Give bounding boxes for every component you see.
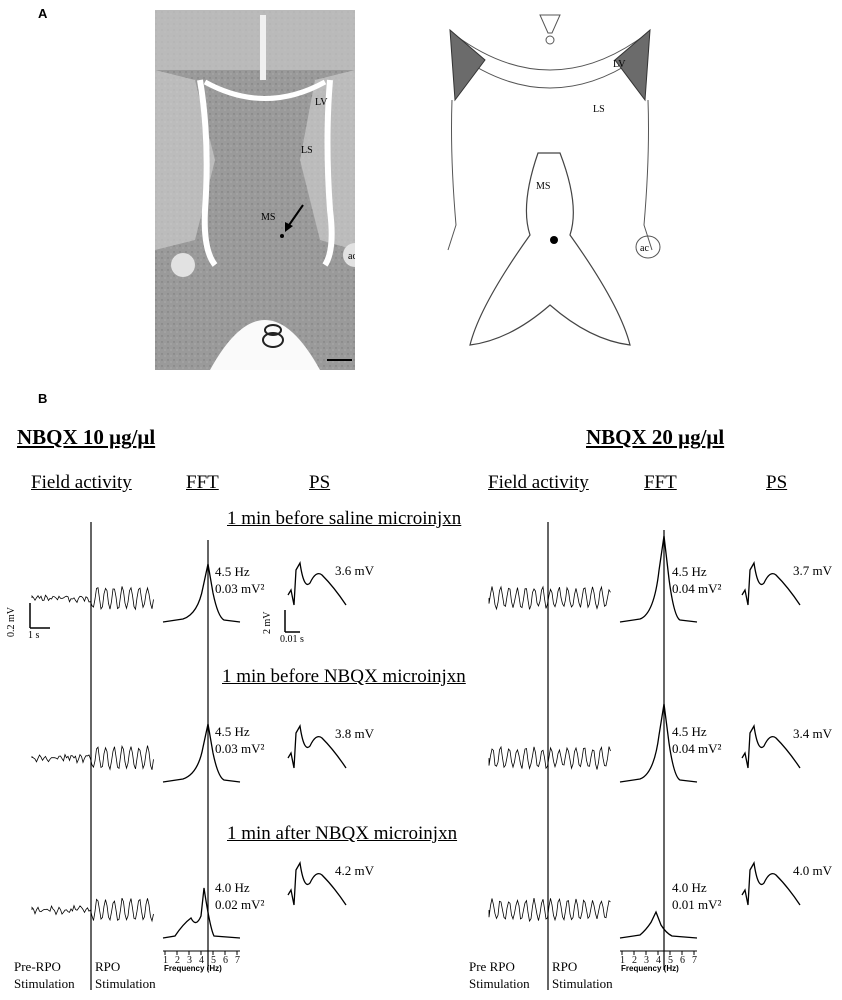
left-row-1-ps-amplitude: 3.6 mV — [335, 563, 374, 578]
right-row-1-peak-power: 0.04 mV² — [672, 581, 722, 596]
left-ps-header: PS — [309, 472, 331, 493]
right-freq-tick-label-5: 5 — [668, 955, 673, 966]
right-fft-header: FFT — [644, 472, 677, 493]
right-frequency-axis-label: Frequency (Hz) — [621, 964, 679, 973]
field-time-scale: 1 s — [28, 630, 40, 641]
left-row-2-ps-amplitude: 3.8 mV — [335, 726, 374, 741]
left-row-3-peak-frequency: 4.0 Hz — [215, 880, 250, 895]
atlas-ls-label: LS — [593, 104, 605, 115]
right-ps-curve-row-2 — [741, 724, 801, 769]
right-row-2-peak-frequency: 4.5 Hz — [672, 724, 707, 739]
histo-ls-label: LS — [301, 145, 313, 156]
left-frequency-axis-label: Frequency (Hz) — [164, 964, 222, 973]
histo-lv-label: LV — [315, 97, 328, 108]
left-field-trace-row-2 — [31, 744, 154, 771]
right-field-trace-row-1 — [488, 585, 611, 611]
panel-a-letter: A — [38, 6, 48, 21]
left-field-trace-row-1 — [31, 586, 154, 611]
row-3-title: 1 min after NBQX microinjxn — [227, 823, 458, 844]
right-row-2-peak-power: 0.04 mV² — [672, 741, 722, 756]
row-1-title: 1 min before saline microinjxn — [227, 508, 462, 529]
atlas-ac-label: ac — [640, 243, 649, 254]
right-ps-curve-row-1 — [741, 561, 801, 606]
left-fft-curve-row-3 — [162, 887, 241, 939]
left-fft-curve-row-1 — [162, 563, 241, 623]
right-rpo-label: RPO Stimulation — [552, 959, 613, 991]
left-freq-tick-label-1: 1 — [163, 955, 168, 966]
right-ps-header: PS — [766, 472, 788, 493]
right-field-header: Field activity — [488, 472, 589, 493]
right-fft-curve-row-2 — [619, 703, 698, 783]
right-row-2-ps-amplitude: 3.4 mV — [793, 726, 832, 741]
panel-b-letter: B — [38, 391, 48, 406]
left-freq-tick-label-4: 4 — [199, 955, 204, 966]
left-field-trace-row-3 — [31, 897, 154, 923]
left-ps-curve-row-1 — [287, 561, 347, 606]
left-row-2-peak-frequency: 4.5 Hz — [215, 724, 250, 739]
histo-ms-label: MS — [261, 212, 275, 223]
right-row-3-ps-amplitude: 4.0 mV — [793, 863, 832, 878]
left-row-3-ps-amplitude: 4.2 mV — [335, 863, 374, 878]
right-fft-curve-row-3 — [619, 910, 698, 939]
left-ps-curve-row-3 — [287, 861, 347, 906]
right-ps-curve-row-3 — [741, 861, 801, 906]
left-freq-tick-label-6: 6 — [223, 955, 228, 966]
atlas-diagram: LV LS MS ac — [447, 14, 661, 346]
atlas-lv-label: LV — [613, 59, 626, 70]
right-row-1-peak-frequency: 4.5 Hz — [672, 564, 707, 579]
ps-voltage-scale: 2 mV — [262, 611, 273, 635]
right-row-1-ps-amplitude: 3.7 mV — [793, 563, 832, 578]
left-pre-rpo-label: Pre-RPO Stimulation — [14, 959, 75, 991]
right-freq-tick-label-1: 1 — [620, 955, 625, 966]
right-freq-tick-label-6: 6 — [680, 955, 685, 966]
right-freq-tick-label-7: 7 — [692, 955, 697, 966]
right-row-3-peak-power: 0.01 mV² — [672, 897, 722, 912]
field-voltage-scale: 0.2 mV — [6, 607, 17, 637]
left-row-1-peak-frequency: 4.5 Hz — [215, 564, 250, 579]
row-2-title: 1 min before NBQX microinjxn — [222, 666, 466, 687]
left-ps-curve-row-2 — [287, 724, 347, 769]
left-condition-title: NBQX 10 μg/μl — [17, 425, 156, 449]
right-field-trace-row-3 — [488, 898, 611, 923]
right-row-3-peak-frequency: 4.0 Hz — [672, 880, 707, 895]
left-fft-curve-row-2 — [162, 723, 241, 783]
right-condition-title: NBQX 20 μg/μl — [586, 425, 725, 449]
atlas-ms-label: MS — [536, 181, 550, 192]
left-freq-tick-label-3: 3 — [187, 955, 192, 966]
right-fft-curve-row-1 — [619, 535, 698, 623]
left-freq-tick-label-7: 7 — [235, 955, 240, 966]
left-row-2-peak-power: 0.03 mV² — [215, 741, 265, 756]
left-freq-tick-label-2: 2 — [175, 955, 180, 966]
left-field-header: Field activity — [31, 472, 132, 493]
histology-image: LV LS MS ac — [155, 10, 355, 370]
left-fft-header: FFT — [186, 472, 219, 493]
right-field-trace-row-2 — [488, 745, 611, 770]
left-freq-tick-label-5: 5 — [211, 955, 216, 966]
right-freq-tick-label-3: 3 — [644, 955, 649, 966]
left-row-3-peak-power: 0.02 mV² — [215, 897, 265, 912]
right-freq-tick-label-2: 2 — [632, 955, 637, 966]
left-rpo-label: RPO Stimulation — [95, 959, 156, 991]
histo-ac-label: ac — [348, 251, 355, 262]
left-row-1-peak-power: 0.03 mV² — [215, 581, 265, 596]
right-freq-tick-label-4: 4 — [656, 955, 661, 966]
right-pre-rpo-label: Pre RPO Stimulation — [469, 959, 530, 991]
ps-time-scale: 0.01 s — [280, 634, 304, 645]
